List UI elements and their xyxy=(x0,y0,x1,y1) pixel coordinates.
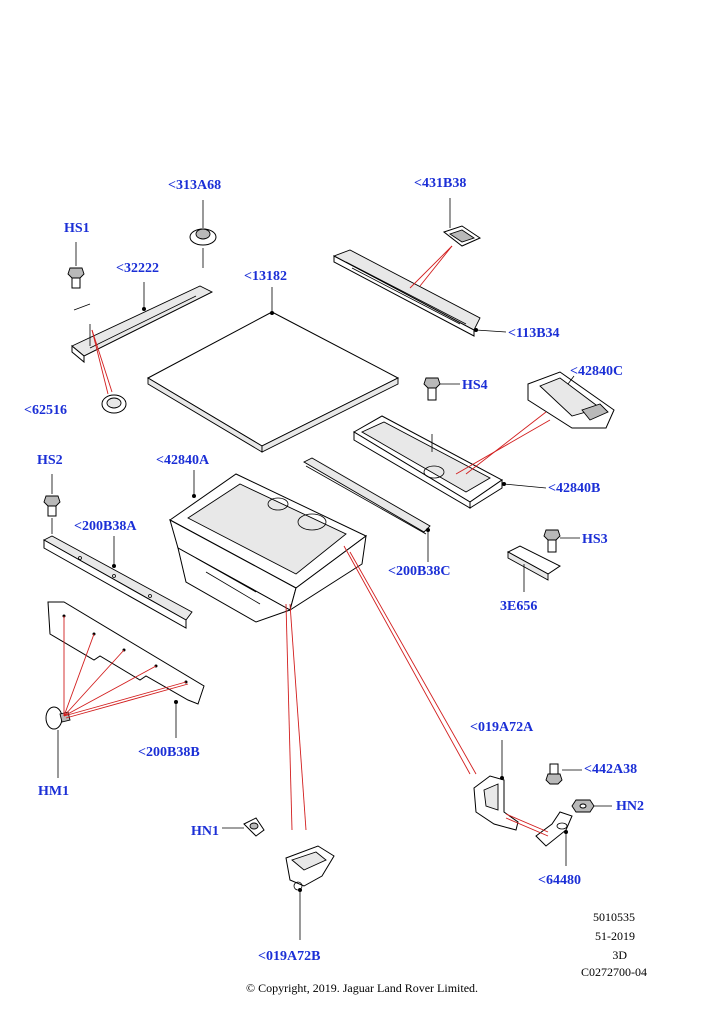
storage-tub-42840a xyxy=(169,473,367,623)
stud-442a38 xyxy=(545,763,582,785)
trim-strip-200b38a xyxy=(43,535,193,629)
clip-431b38 xyxy=(442,198,482,247)
load-floor-13182 xyxy=(146,311,400,453)
reference-date: 51-2019 xyxy=(595,929,635,943)
callout-hm1: HM1 xyxy=(38,784,70,799)
illustration-code: C0272700-04 xyxy=(581,965,647,979)
callout-hs3: HS3 xyxy=(582,532,608,547)
screw-hs4 xyxy=(423,377,460,401)
cap-62516 xyxy=(101,394,127,414)
callout-200b38b: <200B38B xyxy=(138,745,200,760)
callout-42840b: <42840B xyxy=(548,481,601,496)
callout-313a68: <313A68 xyxy=(168,178,222,193)
bracket-019a72b xyxy=(285,845,335,891)
screw-hs3 xyxy=(543,529,580,553)
clip-64480 xyxy=(535,811,573,847)
bracket-019a72a xyxy=(473,775,519,831)
callout-200b38a: <200B38A xyxy=(74,519,137,534)
callout-42840c: <42840C xyxy=(570,364,624,379)
clip-hn1 xyxy=(222,817,265,837)
callout-42840a: <42840A xyxy=(156,453,210,468)
callout-hn1: HN1 xyxy=(191,824,219,839)
screw-hs2 xyxy=(43,474,61,534)
callout-hs1: HS1 xyxy=(64,221,90,236)
callout-3e656: 3E656 xyxy=(500,599,538,614)
screw-hs1 xyxy=(67,242,85,289)
trim-strip-200b38c xyxy=(303,457,431,535)
callout-hn2: HN2 xyxy=(616,799,644,814)
callout-019a72b: <019A72B xyxy=(258,949,321,964)
nut-hn2 xyxy=(571,799,612,813)
bracket-3e656 xyxy=(506,545,561,592)
trim-rail-113b34 xyxy=(332,249,481,337)
callout-019a72a: <019A72A xyxy=(470,720,534,735)
callout-431b38: <431B38 xyxy=(414,176,467,191)
trim-rail-32222 xyxy=(71,285,214,364)
reference-view: 3D xyxy=(612,948,627,962)
callout-hs4: HS4 xyxy=(462,378,488,393)
grommet-313a68 xyxy=(189,200,217,268)
storage-tray-42840b xyxy=(353,415,503,509)
callout-200b38c: <200B38C xyxy=(388,564,451,579)
callout-32222: <32222 xyxy=(116,261,159,276)
callout-442a38: <442A38 xyxy=(584,762,638,777)
callout-62516: <62516 xyxy=(24,403,67,418)
callout-113b34: <113B34 xyxy=(508,326,560,341)
reference-number: 5010535 xyxy=(593,910,635,924)
tray-insert-42840c xyxy=(527,371,615,429)
callout-hs2: HS2 xyxy=(37,453,63,468)
callout-13182: <13182 xyxy=(244,269,287,284)
callout-64480: <64480 xyxy=(538,873,581,888)
copyright-notice: © Copyright, 2019. Jaguar Land Rover Lim… xyxy=(245,981,479,995)
